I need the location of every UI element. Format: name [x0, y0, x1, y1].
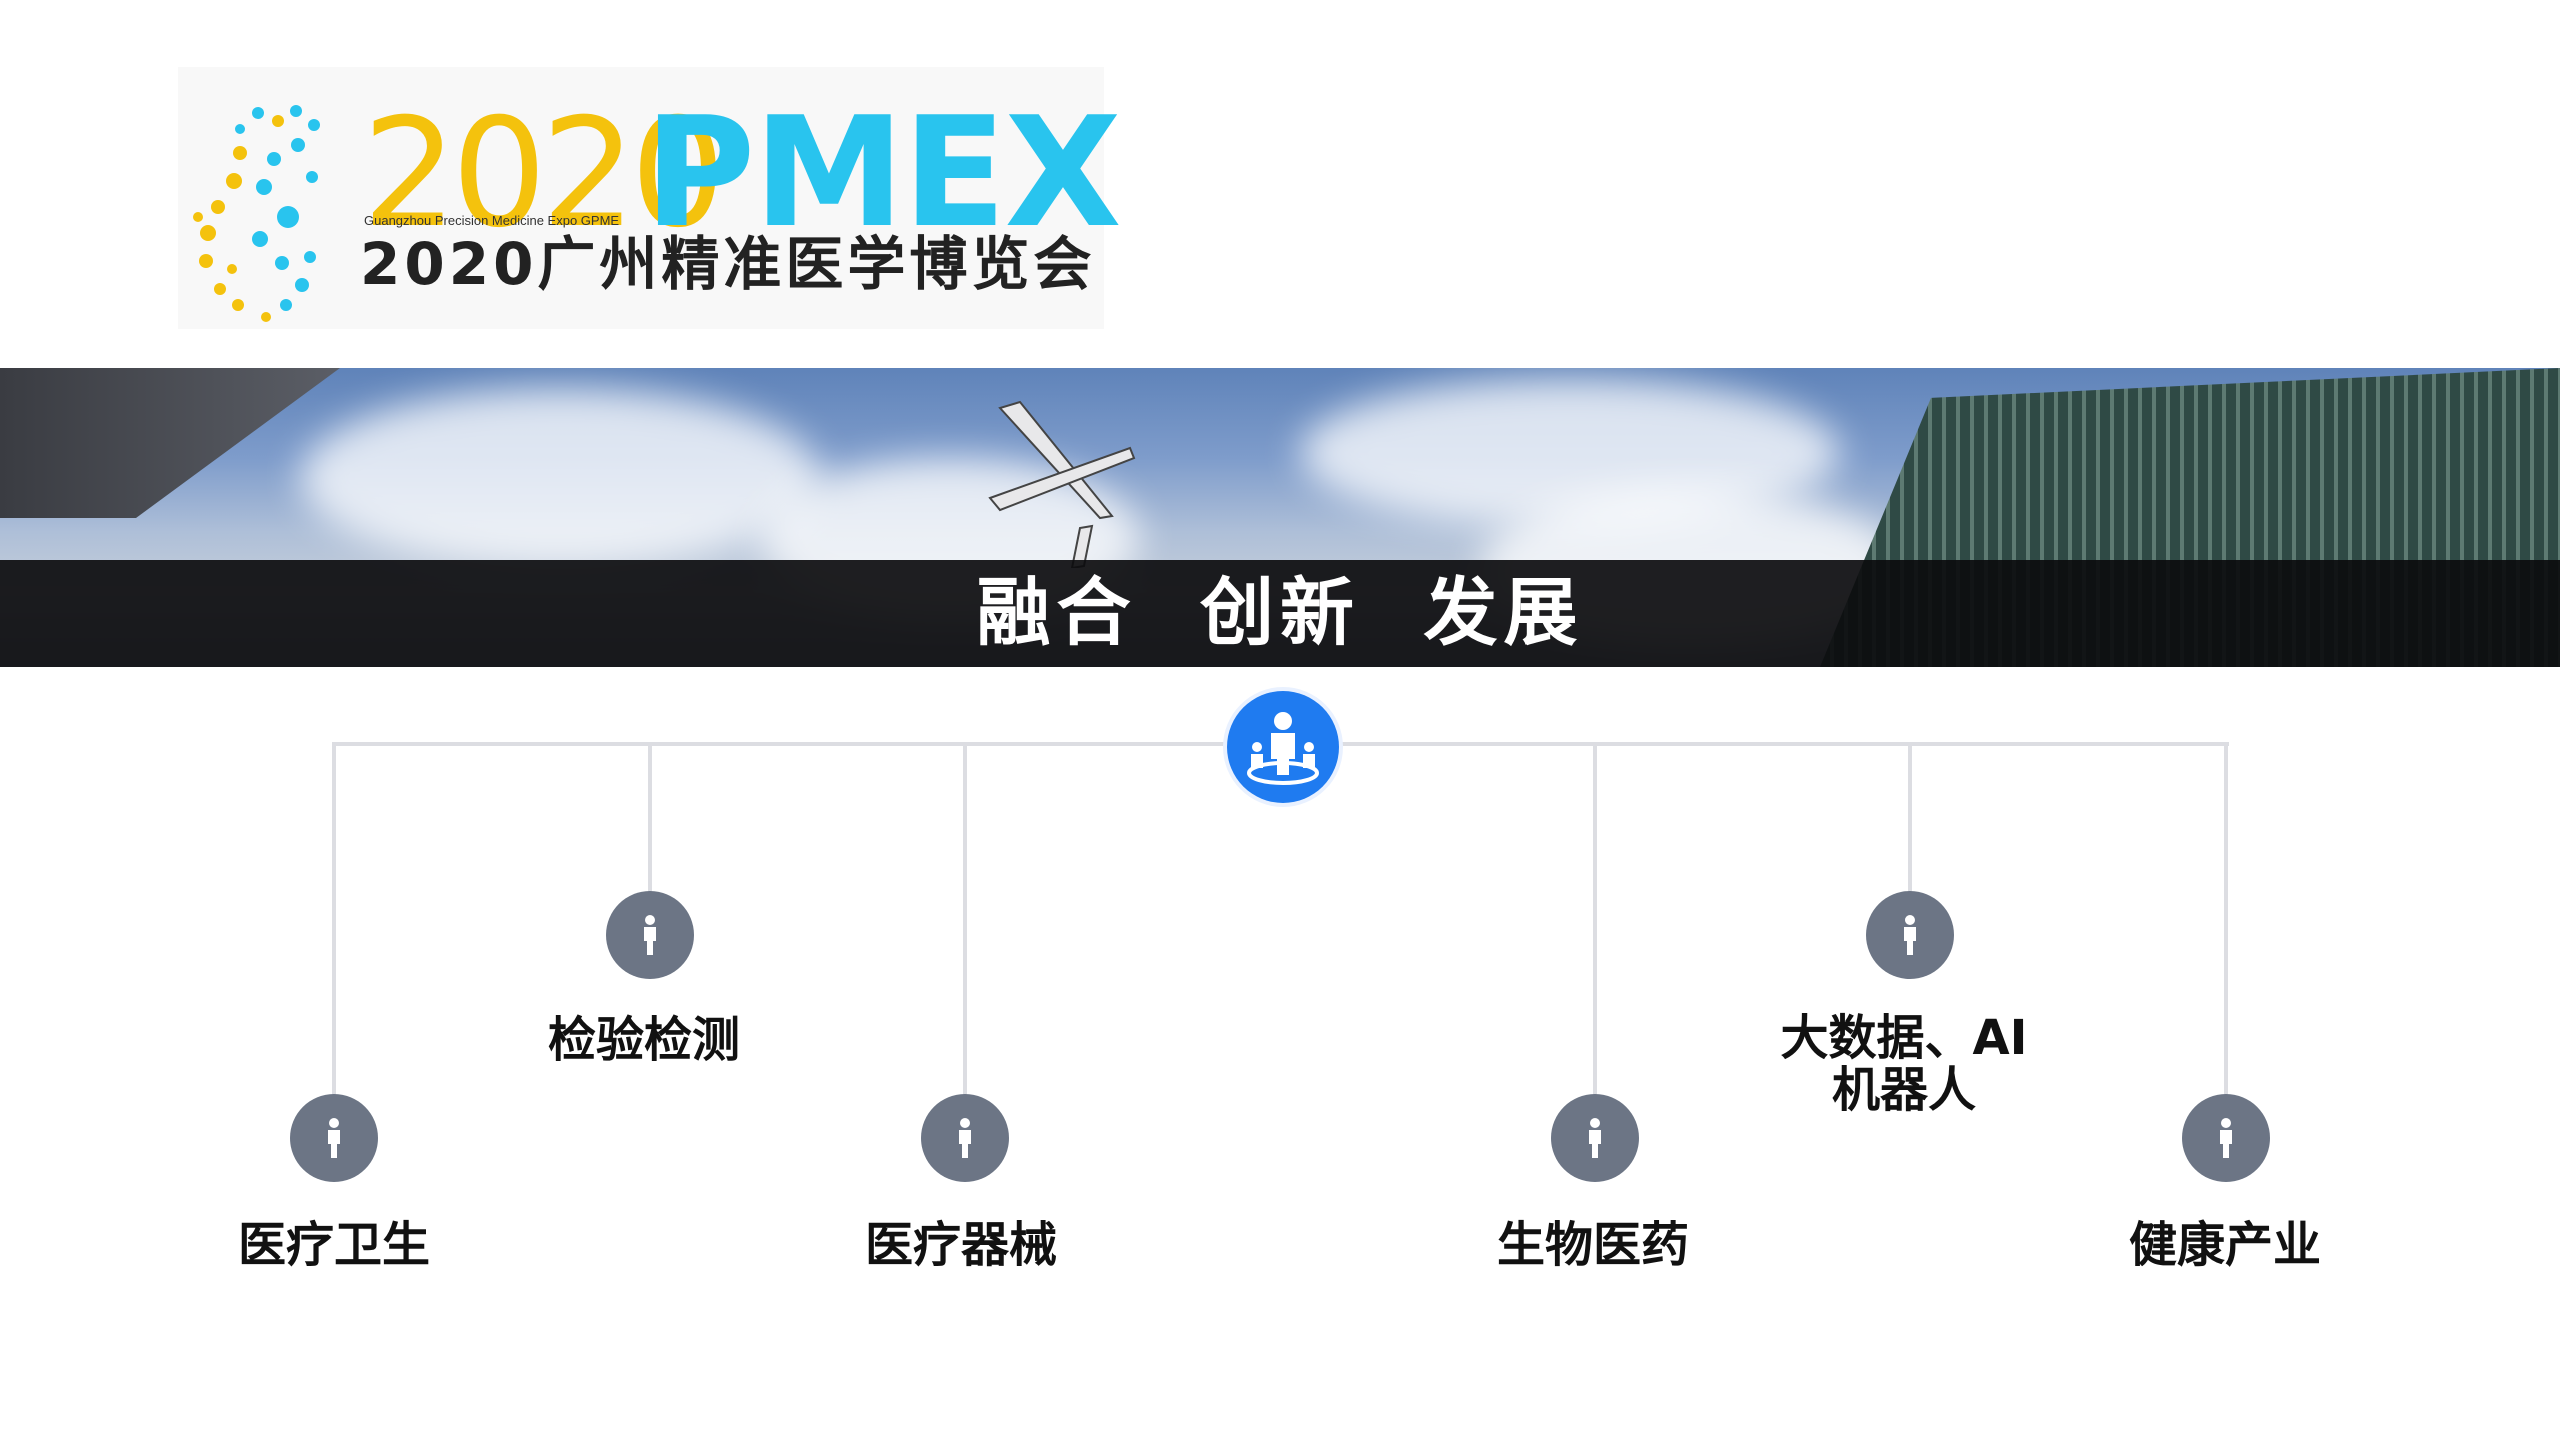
sector-node-biomedicine [1551, 1094, 1639, 1182]
sector-node-medical-health [290, 1094, 378, 1182]
sector-label-medical-health: 医疗卫生 [237, 1217, 430, 1273]
person-icon [959, 1118, 971, 1158]
person-icon [1904, 915, 1916, 955]
logo-brand: PMEX [644, 84, 1122, 261]
person-icon [2220, 1118, 2232, 1158]
expo-logo: 2020 PMEX Guangzhou Precision Medicine E… [178, 67, 1122, 329]
person-icon [644, 915, 656, 955]
slogan-text: 融合 创新 发展 [976, 570, 1584, 656]
sector-label-health-industry: 健康产业 [2128, 1217, 2321, 1273]
sector-node-inspection [606, 891, 694, 979]
sector-node-bigdata-ai [1866, 891, 1954, 979]
logo-subtitle-cn: 2020广州精准医学博览会 [360, 230, 1096, 298]
sector-label-medical-devices: 医疗器械 [864, 1217, 1057, 1273]
connector-1 [332, 742, 336, 1138]
sector-node-health-industry [2182, 1094, 2270, 1182]
connector-5 [1908, 742, 1912, 934]
sector-node-medical-devices [921, 1094, 1009, 1182]
sector-label-bigdata-ai: 大数据、AI 机器人 [1724, 1012, 2084, 1116]
people-network-icon [1247, 712, 1319, 785]
connector-6 [2224, 742, 2228, 1138]
person-icon [1589, 1118, 1601, 1158]
connector-3 [963, 742, 967, 1138]
sector-label-bigdata-ai-line1: 大数据、AI [1780, 1010, 2028, 1066]
building-left [0, 368, 340, 518]
logo-year: 2020 [362, 87, 726, 261]
airplane-icon [988, 400, 1136, 568]
connector-4 [1593, 742, 1597, 1138]
sector-label-bigdata-ai-line2: 机器人 [1831, 1062, 1976, 1118]
connector-2 [648, 742, 652, 934]
hub-node [1227, 691, 1339, 803]
sector-label-inspection: 检验检测 [547, 1012, 740, 1068]
logo-dots-icon [193, 105, 320, 322]
sector-label-biomedicine: 生物医药 [1496, 1217, 1689, 1273]
person-icon [328, 1118, 340, 1158]
logo-subtitle-en: Guangzhou Precision Medicine Expo GPME [364, 213, 620, 228]
slogan-band [0, 560, 2560, 667]
connector-horizontal-right [1339, 742, 2229, 746]
